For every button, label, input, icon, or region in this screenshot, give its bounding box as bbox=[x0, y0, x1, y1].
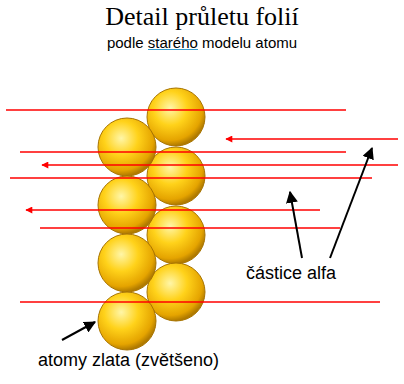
alpha-path bbox=[10, 177, 372, 178]
alpha-path bbox=[20, 151, 346, 152]
word-underline bbox=[148, 49, 198, 50]
atom-label: atomy zlata (zvětšeno) bbox=[38, 349, 219, 371]
gold-atom bbox=[98, 118, 156, 176]
alpha-path bbox=[40, 227, 340, 228]
leader-arrow bbox=[290, 192, 302, 258]
subtitle: podle starého modelu atomu bbox=[0, 34, 404, 52]
gold-atom bbox=[98, 234, 156, 292]
particle-label: částice alfa bbox=[246, 262, 336, 284]
gold-atoms bbox=[98, 88, 205, 350]
alpha-path bbox=[42, 164, 398, 165]
gold-atom bbox=[147, 147, 205, 205]
alpha-path bbox=[26, 209, 320, 210]
gold-atom bbox=[147, 263, 205, 321]
alpha-path bbox=[6, 109, 346, 110]
gold-atom bbox=[98, 176, 156, 234]
gold-atom bbox=[147, 88, 205, 146]
leader-arrow bbox=[330, 148, 372, 258]
gold-atom bbox=[147, 206, 205, 264]
leader-arrows bbox=[62, 148, 372, 340]
alpha-path bbox=[20, 301, 380, 302]
alpha-paths bbox=[6, 110, 398, 302]
leader-arrow bbox=[62, 322, 95, 340]
alpha-path bbox=[226, 138, 398, 139]
gold-atom bbox=[98, 292, 156, 350]
diagram-title: Detail průletu folií bbox=[0, 2, 404, 32]
